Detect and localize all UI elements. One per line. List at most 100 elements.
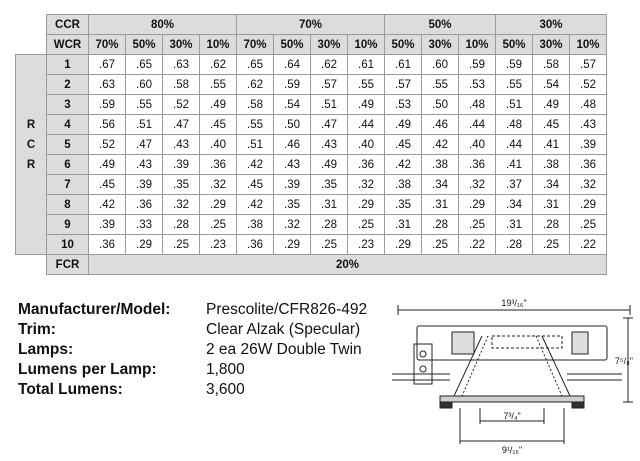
right-dimension-label: 7⁵/₈": [615, 356, 633, 366]
cu-cell: .40: [199, 134, 237, 155]
cu-cell: .28: [532, 214, 570, 235]
cu-cell: .36: [236, 234, 274, 255]
spec-label: Manufacturer/Model:: [18, 301, 171, 318]
cu-cell: .38: [421, 154, 459, 175]
cu-cell: .65: [125, 54, 163, 75]
cu-cell: .28: [495, 234, 533, 255]
cu-cell: .47: [310, 114, 348, 135]
cu-cell: .48: [569, 94, 607, 115]
cu-cell: .59: [273, 74, 311, 95]
cu-cell: .39: [88, 214, 126, 235]
cu-cell: .45: [199, 114, 237, 135]
cu-cell: .38: [236, 214, 274, 235]
cu-cell: .29: [125, 234, 163, 255]
cu-cell: .67: [88, 54, 126, 75]
wcr-value: 10%: [347, 34, 385, 55]
cu-cell: .49: [88, 154, 126, 175]
spec-value: 2 ea 26W Double Twin: [206, 341, 362, 358]
cu-cell: .55: [347, 74, 385, 95]
ccr-value: 30%: [495, 14, 607, 35]
cu-cell: .57: [569, 54, 607, 75]
cu-cell: .55: [421, 74, 459, 95]
bottom-dimension-label: 9¹/₁₆": [502, 445, 522, 455]
cu-cell: .31: [384, 214, 422, 235]
table-row: 10.36.29.25.23.36.29.25.23.29.25.22.28.2…: [15, 234, 607, 255]
wcr-value: 50%: [273, 34, 311, 55]
cu-cell: .29: [569, 194, 607, 215]
cu-cell: .44: [458, 114, 496, 135]
cu-cell: .38: [384, 174, 422, 195]
spec-label: Trim:: [18, 321, 56, 338]
cu-cell: .45: [88, 174, 126, 195]
cu-cell: .29: [384, 234, 422, 255]
cu-cell: .46: [273, 134, 311, 155]
cu-cell: .25: [532, 234, 570, 255]
cu-cell: .25: [458, 214, 496, 235]
cu-cell: .25: [310, 234, 348, 255]
trim-flange: [439, 395, 585, 403]
cu-cell: .35: [310, 174, 348, 195]
spec-row: Lamps: 2 ea 26W Double Twin: [18, 340, 367, 360]
spec-label: Total Lumens:: [18, 381, 123, 398]
cu-cell: .31: [495, 214, 533, 235]
cu-cell: .34: [532, 174, 570, 195]
cu-cell: .43: [569, 114, 607, 135]
cu-cell: .52: [162, 94, 200, 115]
cu-cell: .32: [273, 214, 311, 235]
cu-cell: .47: [162, 114, 200, 135]
wcr-value: 50%: [125, 34, 163, 55]
cu-cell: .29: [273, 234, 311, 255]
cu-cell: .22: [569, 234, 607, 255]
rcr-side-label: [15, 54, 47, 75]
ccr-value: 80%: [88, 14, 237, 35]
rcr-value: 5: [46, 134, 89, 155]
rcr-value: 1: [46, 54, 89, 75]
wcr-header: WCR: [46, 34, 89, 55]
ccr-value: 50%: [384, 14, 496, 35]
rcr-value: 4: [46, 114, 89, 135]
rcr-value: 8: [46, 194, 89, 215]
cu-cell: .41: [495, 154, 533, 175]
cu-cell: .54: [532, 74, 570, 95]
spec-row: Lumens per Lamp:1,800: [18, 360, 367, 380]
cu-cell: .52: [88, 134, 126, 155]
cu-cell: .32: [162, 194, 200, 215]
corner-blank: [15, 254, 47, 275]
wcr-value: 50%: [495, 34, 533, 55]
rcr-side-label: R: [15, 154, 47, 175]
cu-cell: .41: [532, 134, 570, 155]
cu-cell: .29: [347, 194, 385, 215]
cu-cell: .44: [495, 134, 533, 155]
wcr-value: 30%: [162, 34, 200, 55]
cu-cell: .31: [310, 194, 348, 215]
spec-row: Manufacturer/Model:Prescolite/CFR826-492: [18, 300, 367, 320]
rcr-value: 9: [46, 214, 89, 235]
fcr-header: FCR: [46, 254, 89, 275]
cu-cell: .29: [199, 194, 237, 215]
cu-cell: .35: [273, 194, 311, 215]
cu-cell: .61: [347, 54, 385, 75]
cu-cell: .50: [273, 114, 311, 135]
wcr-value: 30%: [310, 34, 348, 55]
spec-value: 3,600: [206, 381, 245, 398]
rcr-side-label: R: [15, 114, 47, 135]
cu-cell: .25: [421, 234, 459, 255]
spec-label: Lamps:: [18, 341, 74, 358]
cu-cell: .51: [310, 94, 348, 115]
wcr-value: 30%: [421, 34, 459, 55]
wcr-value: 70%: [236, 34, 274, 55]
ccr-value: 70%: [236, 14, 385, 35]
spec-value: 1,800: [206, 361, 245, 378]
spec-row: Trim:Clear Alzak (Specular): [18, 320, 367, 340]
cu-cell: .34: [495, 194, 533, 215]
cu-cell: .58: [236, 94, 274, 115]
table-row: 2.63.60.58.55.62.59.57.55.57.55.53.55.54…: [15, 74, 607, 95]
junction-box: [413, 343, 433, 385]
wcr-value: 10%: [458, 34, 496, 55]
cu-cell: .37: [495, 174, 533, 195]
cu-cell: .23: [347, 234, 385, 255]
corner-blank: [15, 14, 47, 35]
cu-cell: .49: [532, 94, 570, 115]
